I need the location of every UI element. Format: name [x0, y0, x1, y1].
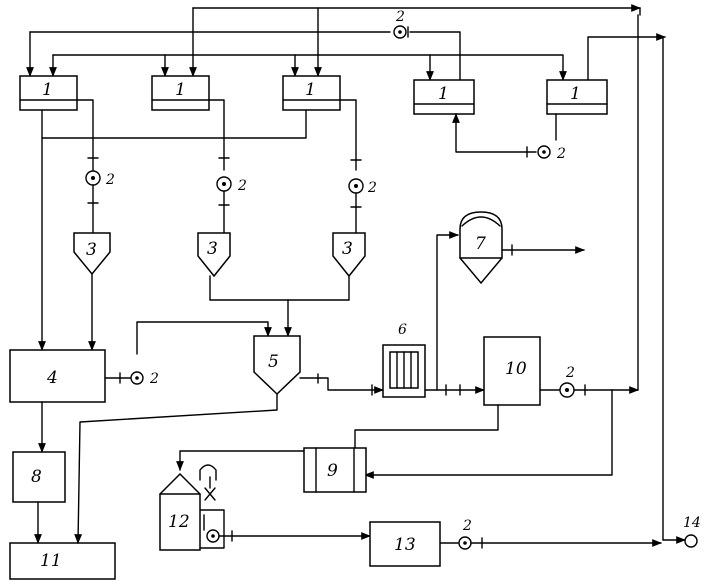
hopper-label: 3 [86, 240, 97, 260]
unit-4-label: 4 [46, 368, 58, 388]
tank-label: 1 [175, 80, 186, 100]
pipe-recycle-to-9 [364, 389, 613, 479]
unit-12: 12 [159, 472, 201, 551]
unit-9-label: 9 [327, 461, 338, 481]
hopper-3c: 3 [332, 232, 366, 278]
unit-13: 13 [369, 521, 441, 567]
unit-11: 11 [9, 542, 116, 580]
pump-icon: 2 [539, 365, 613, 398]
unit-6: 6 [382, 322, 426, 398]
unit-12-label: 12 [168, 512, 190, 532]
tank-1a: 1 [19, 75, 78, 111]
tank-label: 1 [570, 84, 581, 104]
unit-5: 5 [253, 335, 301, 396]
tank-1e: 1 [546, 79, 608, 115]
unit-10-label: 10 [505, 359, 527, 379]
unit-11-label: 11 [40, 551, 62, 571]
svg-text:2: 2 [565, 365, 575, 381]
pipe-6-to-7 [436, 231, 459, 391]
unit-5-label: 5 [268, 352, 279, 372]
pump-icon: 2 [393, 9, 409, 39]
unit-7-label: 7 [475, 234, 486, 254]
tank-1c: 1 [282, 75, 341, 111]
unit-9: 9 [303, 447, 367, 493]
unit-7: 7 [459, 211, 503, 285]
pipe-9-to-12 [176, 450, 305, 471]
header-pipes [26, 4, 666, 81]
pump-icon: 2 [104, 371, 159, 387]
hopper-label: 3 [207, 239, 218, 259]
unit-10: 10 [483, 336, 541, 406]
tank-1d: 1 [413, 79, 475, 115]
pump-icon: 2 [85, 157, 115, 234]
svg-text:2: 2 [237, 178, 247, 194]
pump-icon: 2 [439, 518, 662, 550]
unit-8-label: 8 [31, 467, 42, 487]
tank-1b: 1 [151, 75, 210, 111]
unit-6-label: 6 [398, 322, 407, 338]
unit-8: 8 [12, 451, 66, 503]
pipe-5-to-11 [74, 393, 278, 544]
unit-14-label: 14 [683, 515, 701, 531]
feeder-icon [199, 464, 225, 549]
unit-14: 14 [683, 515, 701, 548]
unit-13-label: 13 [394, 535, 416, 555]
underflow-pipes [38, 99, 357, 351]
pipe-10-to-9 [354, 404, 499, 449]
svg-text:2: 2 [556, 146, 566, 162]
pump-icon: 2 [348, 159, 377, 234]
pipe-5-to-6 [299, 377, 384, 394]
tank-label: 1 [305, 80, 316, 100]
hopper-3b: 3 [197, 232, 231, 278]
tank-recycle-loop: 2 [452, 113, 566, 162]
tank-label: 1 [42, 80, 53, 100]
tank-label: 1 [438, 84, 449, 104]
svg-text:2: 2 [367, 180, 377, 196]
pump-label: 2 [395, 9, 405, 25]
hopper-outflow-pipes [88, 273, 350, 355]
pump-icon: 2 [216, 157, 247, 234]
hopper-label: 3 [342, 239, 353, 259]
svg-text:2: 2 [105, 172, 115, 188]
hopper-3a: 3 [73, 232, 111, 276]
svg-text:2: 2 [149, 371, 159, 387]
unit-4: 4 [9, 349, 106, 403]
svg-text:2: 2 [462, 518, 472, 534]
